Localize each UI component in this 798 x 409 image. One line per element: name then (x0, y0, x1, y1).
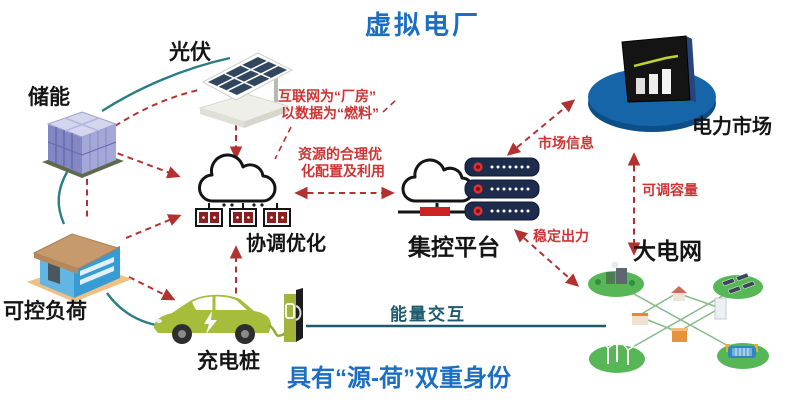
plant-mini-icon (595, 261, 635, 286)
power-grid-icon (588, 261, 769, 373)
note-adjustable-capacity: 可调容量 (642, 182, 698, 198)
charging-pile-icon (154, 288, 303, 344)
house-icon (27, 233, 132, 302)
diagram-title: 虚拟电厂 (365, 10, 482, 40)
leader-note-to-platform (382, 99, 397, 113)
storage-label: 储能 (28, 86, 70, 109)
hydro-mini-icon (726, 344, 758, 358)
grid-lattice (615, 283, 742, 357)
leader-note-to-coordination (274, 126, 292, 160)
arrow-platform-market (506, 99, 576, 156)
note-market-info: 市场信息 (538, 135, 594, 151)
charger-label: 充电桩 (197, 350, 260, 373)
note-resource-line1: 资源的合理优 (298, 146, 382, 162)
red-dashed-arrows (86, 89, 641, 304)
note-resource-line2: 化配置及利用 (301, 163, 385, 179)
diagram-subtitle: 具有“源-荷”双重身份 (287, 365, 511, 392)
control-platform-icon (398, 157, 540, 221)
energy-storage-icon (42, 111, 124, 178)
market-label: 电力市场 (692, 116, 772, 138)
solar-farm-mini-icon (721, 272, 756, 295)
platform-label: 集控平台 (408, 234, 500, 260)
battery-cells (195, 208, 291, 227)
grid-label: 大电网 (633, 238, 702, 264)
link-storage-pv (101, 56, 231, 113)
note-stable-output: 稳定出力 (533, 228, 589, 244)
pv-label: 光伏 (169, 41, 211, 64)
coordination-cloud-icon (195, 153, 291, 227)
town-buildings-mini-icons (632, 286, 727, 342)
arrow-platform-grid (513, 229, 580, 287)
note-energy-exchange: 能量交互 (390, 305, 466, 324)
solar-panel-icon (198, 52, 294, 128)
link-storage-load (57, 171, 69, 225)
arrow-load-to-coordination (125, 214, 182, 239)
coordination-label: 协调优化 (246, 233, 326, 255)
note-internet-line2: 以数据为“燃料” (281, 105, 379, 121)
arrow-load-to-charger (128, 276, 176, 301)
load-label: 可控负荷 (3, 300, 87, 323)
note-internet-line1: 互联网为“厂房” (278, 88, 376, 104)
wind-farm-mini-icon (602, 337, 635, 365)
electricity-market-icon (588, 35, 716, 132)
server-racks (464, 157, 540, 221)
